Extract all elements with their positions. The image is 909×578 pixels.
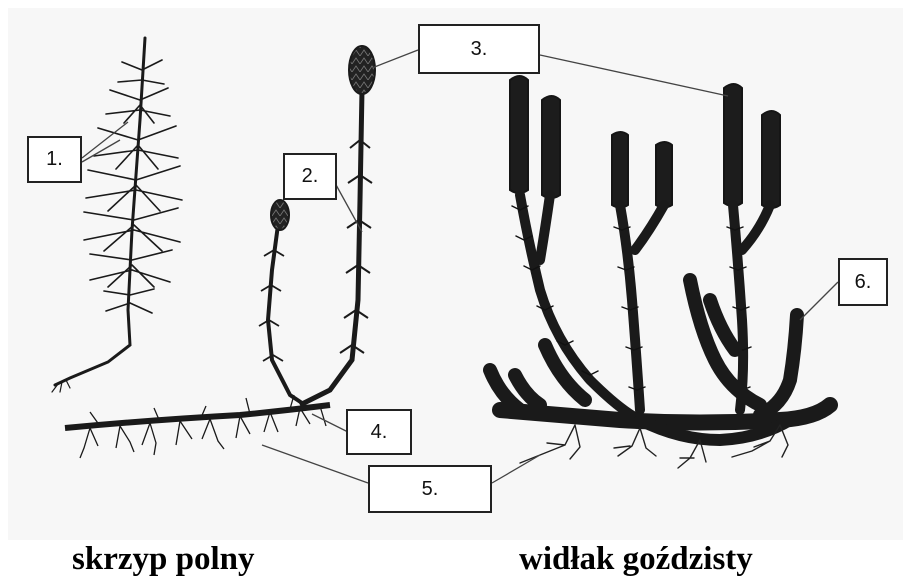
caption-horsetail: skrzyp polny <box>72 541 254 578</box>
label-1: 1. <box>27 136 82 183</box>
label-2: 2. <box>283 153 337 200</box>
label-3: 3. <box>418 24 540 74</box>
label-4: 4. <box>346 409 412 455</box>
caption-clubmoss: widłak goździsty <box>519 541 753 578</box>
label-6: 6. <box>838 258 888 306</box>
label-5: 5. <box>368 465 492 513</box>
